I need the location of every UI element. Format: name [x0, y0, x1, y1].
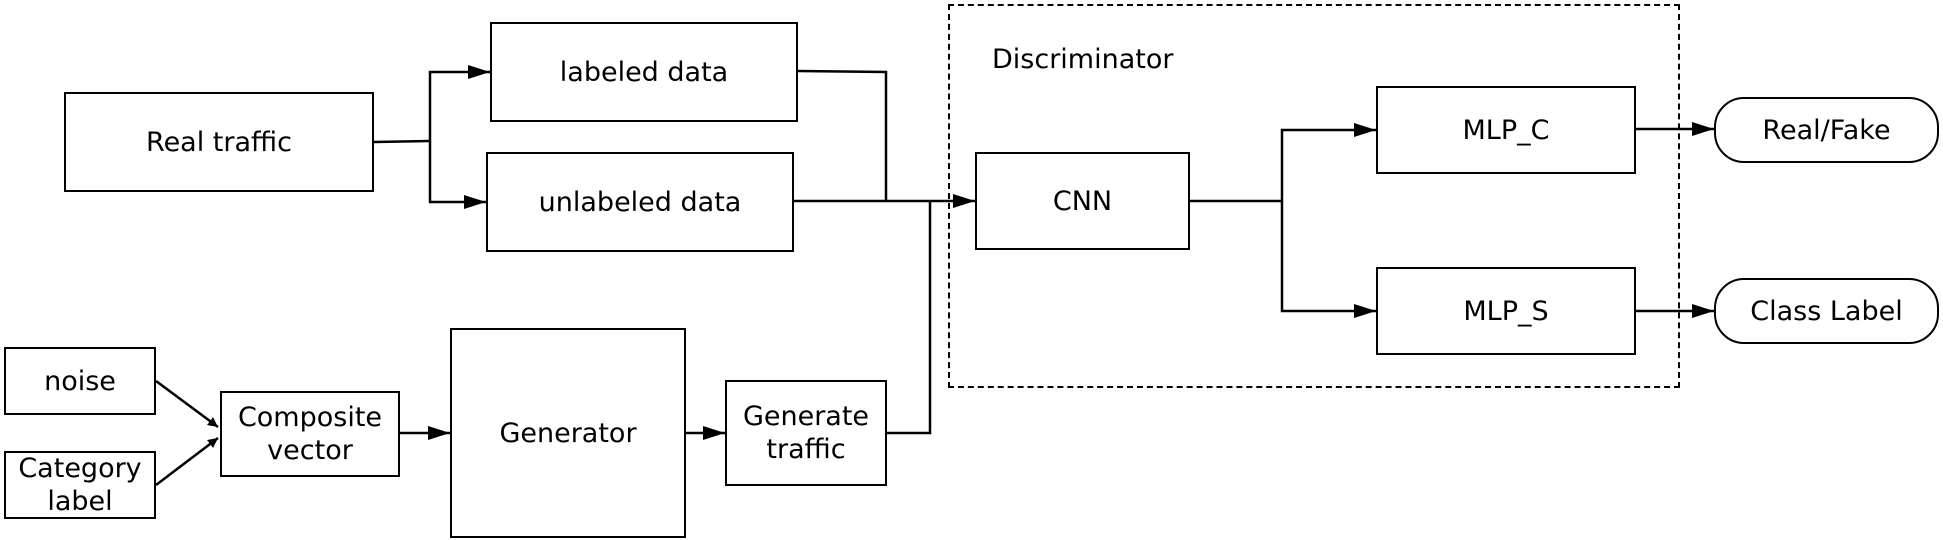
edge-real-traffic-to-labeled [428, 65, 490, 141]
real-traffic-node: Real traffic [64, 92, 374, 192]
class-label-output: Class Label [1714, 278, 1939, 344]
edge-generate-traffic-to-merge [887, 201, 932, 435]
mlp-s-node: MLP_S [1376, 267, 1636, 355]
real-fake-output: Real/Fake [1714, 97, 1939, 163]
edge-cnn-to-mlp-s [1280, 201, 1376, 318]
edge-real-traffic-trunk [373, 139, 431, 144]
cnn-node: CNN [975, 152, 1190, 250]
category-label-node: Category label [4, 451, 156, 519]
edge-noise-to-composite [155, 379, 219, 429]
edge-category-label-to-composite [155, 437, 219, 486]
composite-vector-node: Composite vector [220, 391, 400, 477]
discriminator-title: Discriminator [992, 44, 1174, 75]
labeled-data-node: labeled data [490, 22, 798, 122]
edge-real-traffic-to-unlabeled [428, 141, 486, 209]
mlp-c-node: MLP_C [1376, 86, 1636, 174]
generator-node: Generator [450, 328, 686, 538]
discriminator-group [948, 4, 1680, 388]
unlabeled-data-node: unlabeled data [486, 152, 794, 252]
edge-cnn-to-mlp-c [1280, 123, 1376, 201]
edge-labeled-to-merge [797, 69, 888, 201]
generate-traffic-node: Generate traffic [725, 380, 887, 486]
noise-node: noise [4, 347, 156, 415]
